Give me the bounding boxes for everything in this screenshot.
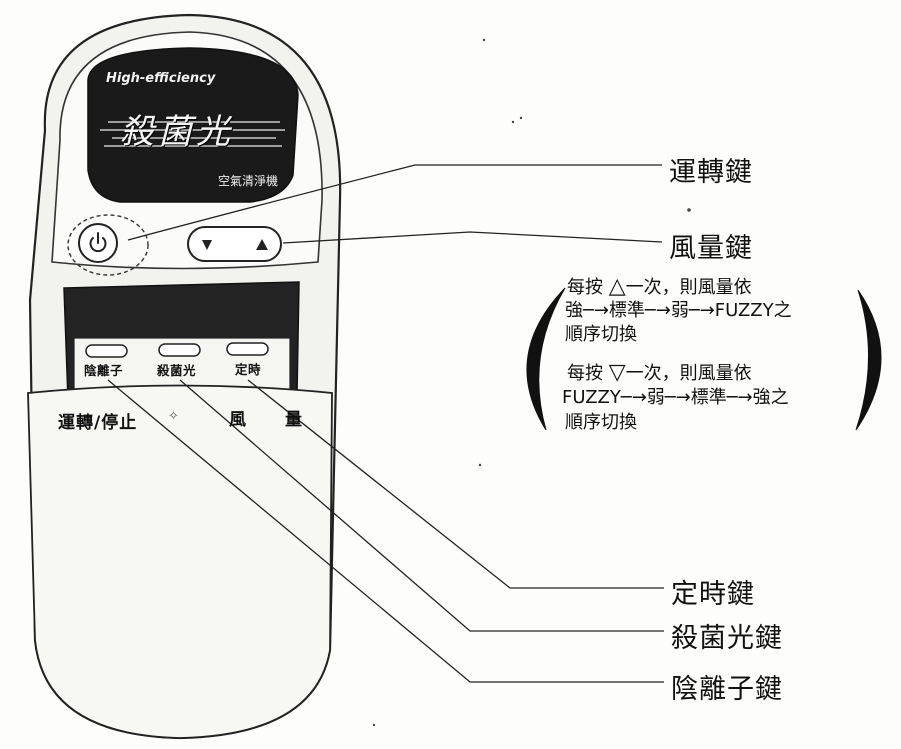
note-up-suffix: 一次，則風量依 (625, 277, 752, 298)
remote-cover (27, 384, 333, 739)
brand-window (87, 47, 299, 203)
brand-logo-text: 殺菌光 (120, 112, 234, 152)
leader-fan (282, 231, 663, 244)
brand-logo-speedlines (100, 121, 285, 147)
callout-timer-key: 定時鍵 (671, 579, 755, 610)
power-button-dashed-outline (67, 214, 149, 276)
triangle-down-icon (202, 240, 212, 250)
note-down-line: 每按 ▽一次，則風量依 (567, 362, 752, 385)
key-label-ion: 陰離子 (84, 363, 124, 378)
key-label-timer: 定時 (235, 362, 262, 377)
callout-ion-key: 陰離子鍵 (671, 674, 783, 705)
note-up-symbol: △ (608, 274, 626, 299)
callout-fan-key: 風量鍵 (669, 233, 753, 264)
note-bracket-right (855, 289, 882, 431)
fan-button (187, 226, 282, 262)
key-timer (226, 342, 269, 356)
note-down-symbol: ▽ (608, 360, 626, 385)
brand-subtitle: 空氣清淨機 (218, 174, 279, 188)
note-up-sequence: 強─→標準─→弱─→FUZZY之 (565, 300, 792, 321)
power-icon (89, 232, 107, 253)
cover-label-fan-a: 風 (229, 410, 247, 430)
note-up-line: 每按 △一次，則風量依 (567, 276, 752, 299)
note-up-end: 順序切換 (565, 324, 637, 345)
leader-timer (247, 379, 664, 589)
key-label-uv: 殺菌光 (157, 363, 197, 378)
leader-run (127, 164, 662, 241)
note-down-end: 順序切換 (565, 412, 637, 433)
note-down-sequence: FUZZY─→弱─→標準─→強之 (562, 387, 789, 408)
cover-label-fan-b: 量 (285, 410, 303, 430)
note-up-prefix: 每按 (567, 277, 603, 298)
key-uv (158, 343, 201, 357)
cover-mark: ✧ (168, 409, 179, 424)
leader-ion (107, 379, 664, 683)
note-bracket-left (526, 287, 566, 431)
key-ion (85, 344, 128, 358)
brand-tagline: High-efficiency (106, 71, 216, 86)
leader-lines (107, 164, 664, 683)
leader-uv (179, 379, 664, 632)
cover-label-run-stop: 運轉/停止 (58, 413, 138, 433)
scan-specks (372, 38, 691, 727)
note-down-suffix: 一次，則風量依 (625, 363, 752, 384)
triangle-up-icon (256, 239, 268, 250)
callout-run-key: 運轉鍵 (669, 157, 753, 188)
note-down-prefix: 每按 (567, 363, 603, 384)
callout-uv-key: 殺菌光鍵 (671, 623, 783, 654)
